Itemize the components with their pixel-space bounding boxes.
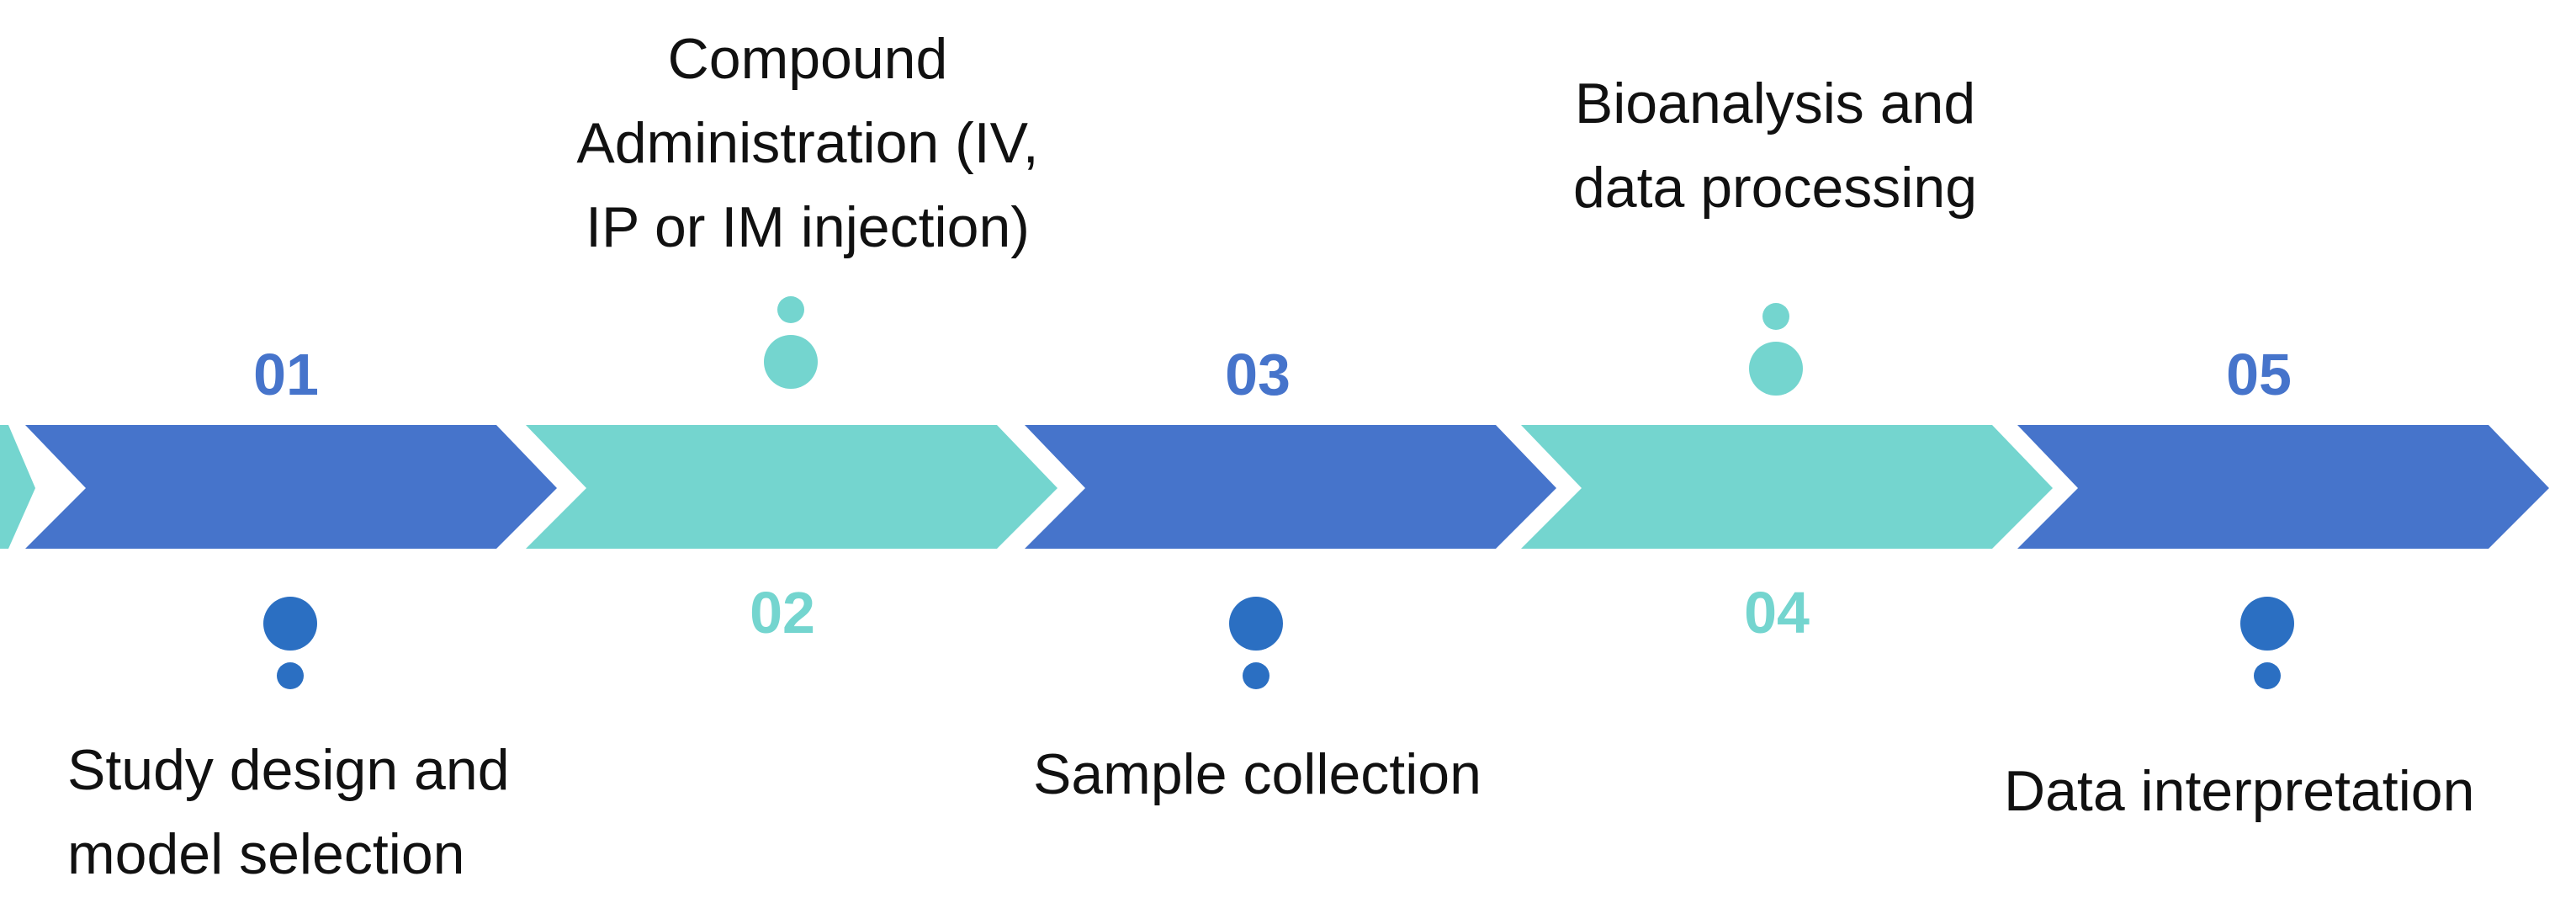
- step-4-arrow: [1521, 425, 2053, 549]
- step-1-number: 01: [253, 342, 319, 407]
- step-3-number: 03: [1225, 342, 1291, 407]
- step-5-arrow: [2017, 425, 2549, 549]
- step-1-text-line-1: Study design and: [67, 738, 510, 802]
- step-1-text-line-2: model selection: [67, 822, 465, 886]
- step-4-text-line-1: Bioanalysis and: [1574, 72, 1976, 135]
- step-3-text-line-1: Sample collection: [1033, 742, 1481, 806]
- step-4-text: Bioanalysis and data processing: [1506, 61, 2044, 230]
- step-5-marker-icon: [2240, 597, 2294, 689]
- step-2-number: 02: [750, 580, 815, 645]
- step-1-text: Study design and model selection: [67, 728, 510, 896]
- step-2-text-line-2: Administration (IV,: [576, 111, 1039, 175]
- leading-chevron-sliver: [0, 425, 35, 549]
- step-3-text: Sample collection: [1033, 732, 1481, 816]
- step-4-text-line-2: data processing: [1572, 156, 1978, 220]
- step-2-text-line-3: IP or IM injection): [586, 195, 1030, 259]
- step-2-text: Compound Administration (IV, IP or IM in…: [488, 17, 1127, 269]
- step-2-marker-icon: [764, 296, 818, 389]
- step-3-arrow: [1025, 425, 1556, 549]
- step-1-marker-icon: [263, 597, 317, 689]
- step-2-arrow: [526, 425, 1057, 549]
- step-4-marker-icon: [1749, 303, 1803, 396]
- step-5-number: 05: [2226, 342, 2292, 407]
- step-2-text-line-1: Compound: [667, 27, 948, 91]
- step-5-text-line-1: Data interpretation: [2004, 759, 2475, 823]
- step-3-marker-icon: [1229, 597, 1283, 689]
- step-1-arrow: [25, 425, 557, 549]
- step-5-text: Data interpretation: [2004, 749, 2474, 833]
- step-4-number: 04: [1744, 580, 1810, 645]
